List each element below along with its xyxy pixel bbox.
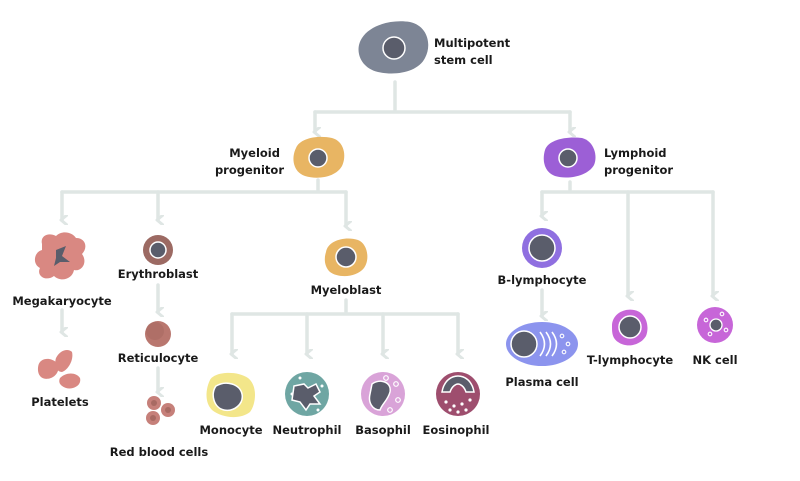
stem-cell-label-line1: Multipotent [434, 36, 511, 50]
erythroblast-label: Erythroblast [118, 267, 199, 281]
myeloid-label-line2: progenitor [215, 163, 284, 177]
nk-cell-icon [697, 307, 733, 343]
rbc-node: Red blood cells [110, 396, 209, 459]
myeloid-progenitor-icon [293, 136, 345, 178]
b-lymphocyte-node: B-lymphocyte [498, 228, 587, 287]
erythroblast-node: Erythroblast [118, 235, 199, 281]
basophil-node: Basophil [355, 372, 411, 437]
eosinophil-icon [436, 372, 480, 416]
megakaryocyte-icon [34, 232, 86, 280]
stem-cell-label: Multipotent stem cell [434, 36, 514, 67]
platelets-icon [37, 350, 81, 389]
megakaryocyte-node: Megakaryocyte [12, 232, 112, 308]
lymphoid-label-line1: Lymphoid [604, 146, 667, 160]
erythroblast-icon [143, 235, 173, 265]
platelets-label: Platelets [31, 395, 89, 409]
myeloid-label-line1: Myeloid [229, 146, 280, 160]
myeloblast-icon [324, 238, 368, 277]
plasma-cell-node: Plasma cell [505, 322, 579, 389]
monocyte-label: Monocyte [199, 423, 262, 437]
lymphoid-label-line2: progenitor [604, 163, 673, 177]
eosinophil-label: Eosinophil [423, 423, 490, 437]
myeloblast-label: Myeloblast [311, 283, 382, 297]
red-blood-cells-icon [146, 396, 175, 425]
b-lymphocyte-icon [522, 228, 562, 268]
nk-cell-label: NK cell [692, 353, 737, 367]
t-lymphocyte-label: T-lymphocyte [587, 353, 673, 367]
plasma-cell-label: Plasma cell [505, 375, 578, 389]
b-lymphocyte-label: B-lymphocyte [498, 273, 587, 287]
t-lymphocyte-icon [612, 309, 648, 346]
megakaryocyte-label: Megakaryocyte [12, 294, 112, 308]
myeloblast-node: Myeloblast [311, 238, 382, 297]
monocyte-icon [206, 372, 255, 418]
myeloid-progenitor-node: Myeloid progenitor [215, 136, 345, 178]
eosinophil-node: Eosinophil [423, 372, 490, 437]
connectors [62, 80, 713, 392]
rbc-label: Red blood cells [110, 445, 209, 459]
neutrophil-label: Neutrophil [273, 423, 342, 437]
myeloid-progenitor-label: Myeloid progenitor [215, 146, 284, 177]
reticulocyte-label: Reticulocyte [118, 351, 199, 365]
reticulocyte-node: Reticulocyte [118, 321, 199, 365]
monocyte-node: Monocyte [199, 372, 263, 437]
neutrophil-icon [285, 372, 329, 416]
stem-cell-icon [358, 21, 429, 74]
basophil-label: Basophil [355, 423, 411, 437]
nk-cell-node: NK cell [692, 307, 738, 367]
neutrophil-node: Neutrophil [273, 372, 342, 437]
basophil-icon [361, 372, 405, 416]
lymphoid-progenitor-icon [543, 137, 596, 178]
stem-cell-node: Multipotent stem cell [358, 21, 514, 74]
reticulocyte-icon [145, 321, 171, 347]
platelets-node: Platelets [31, 350, 89, 409]
lymphoid-progenitor-node: Lymphoid progenitor [543, 137, 673, 178]
lymphoid-progenitor-label: Lymphoid progenitor [604, 146, 673, 177]
stem-cell-label-line2: stem cell [434, 53, 493, 67]
t-lymphocyte-node: T-lymphocyte [587, 309, 673, 367]
plasma-cell-icon [506, 322, 578, 366]
